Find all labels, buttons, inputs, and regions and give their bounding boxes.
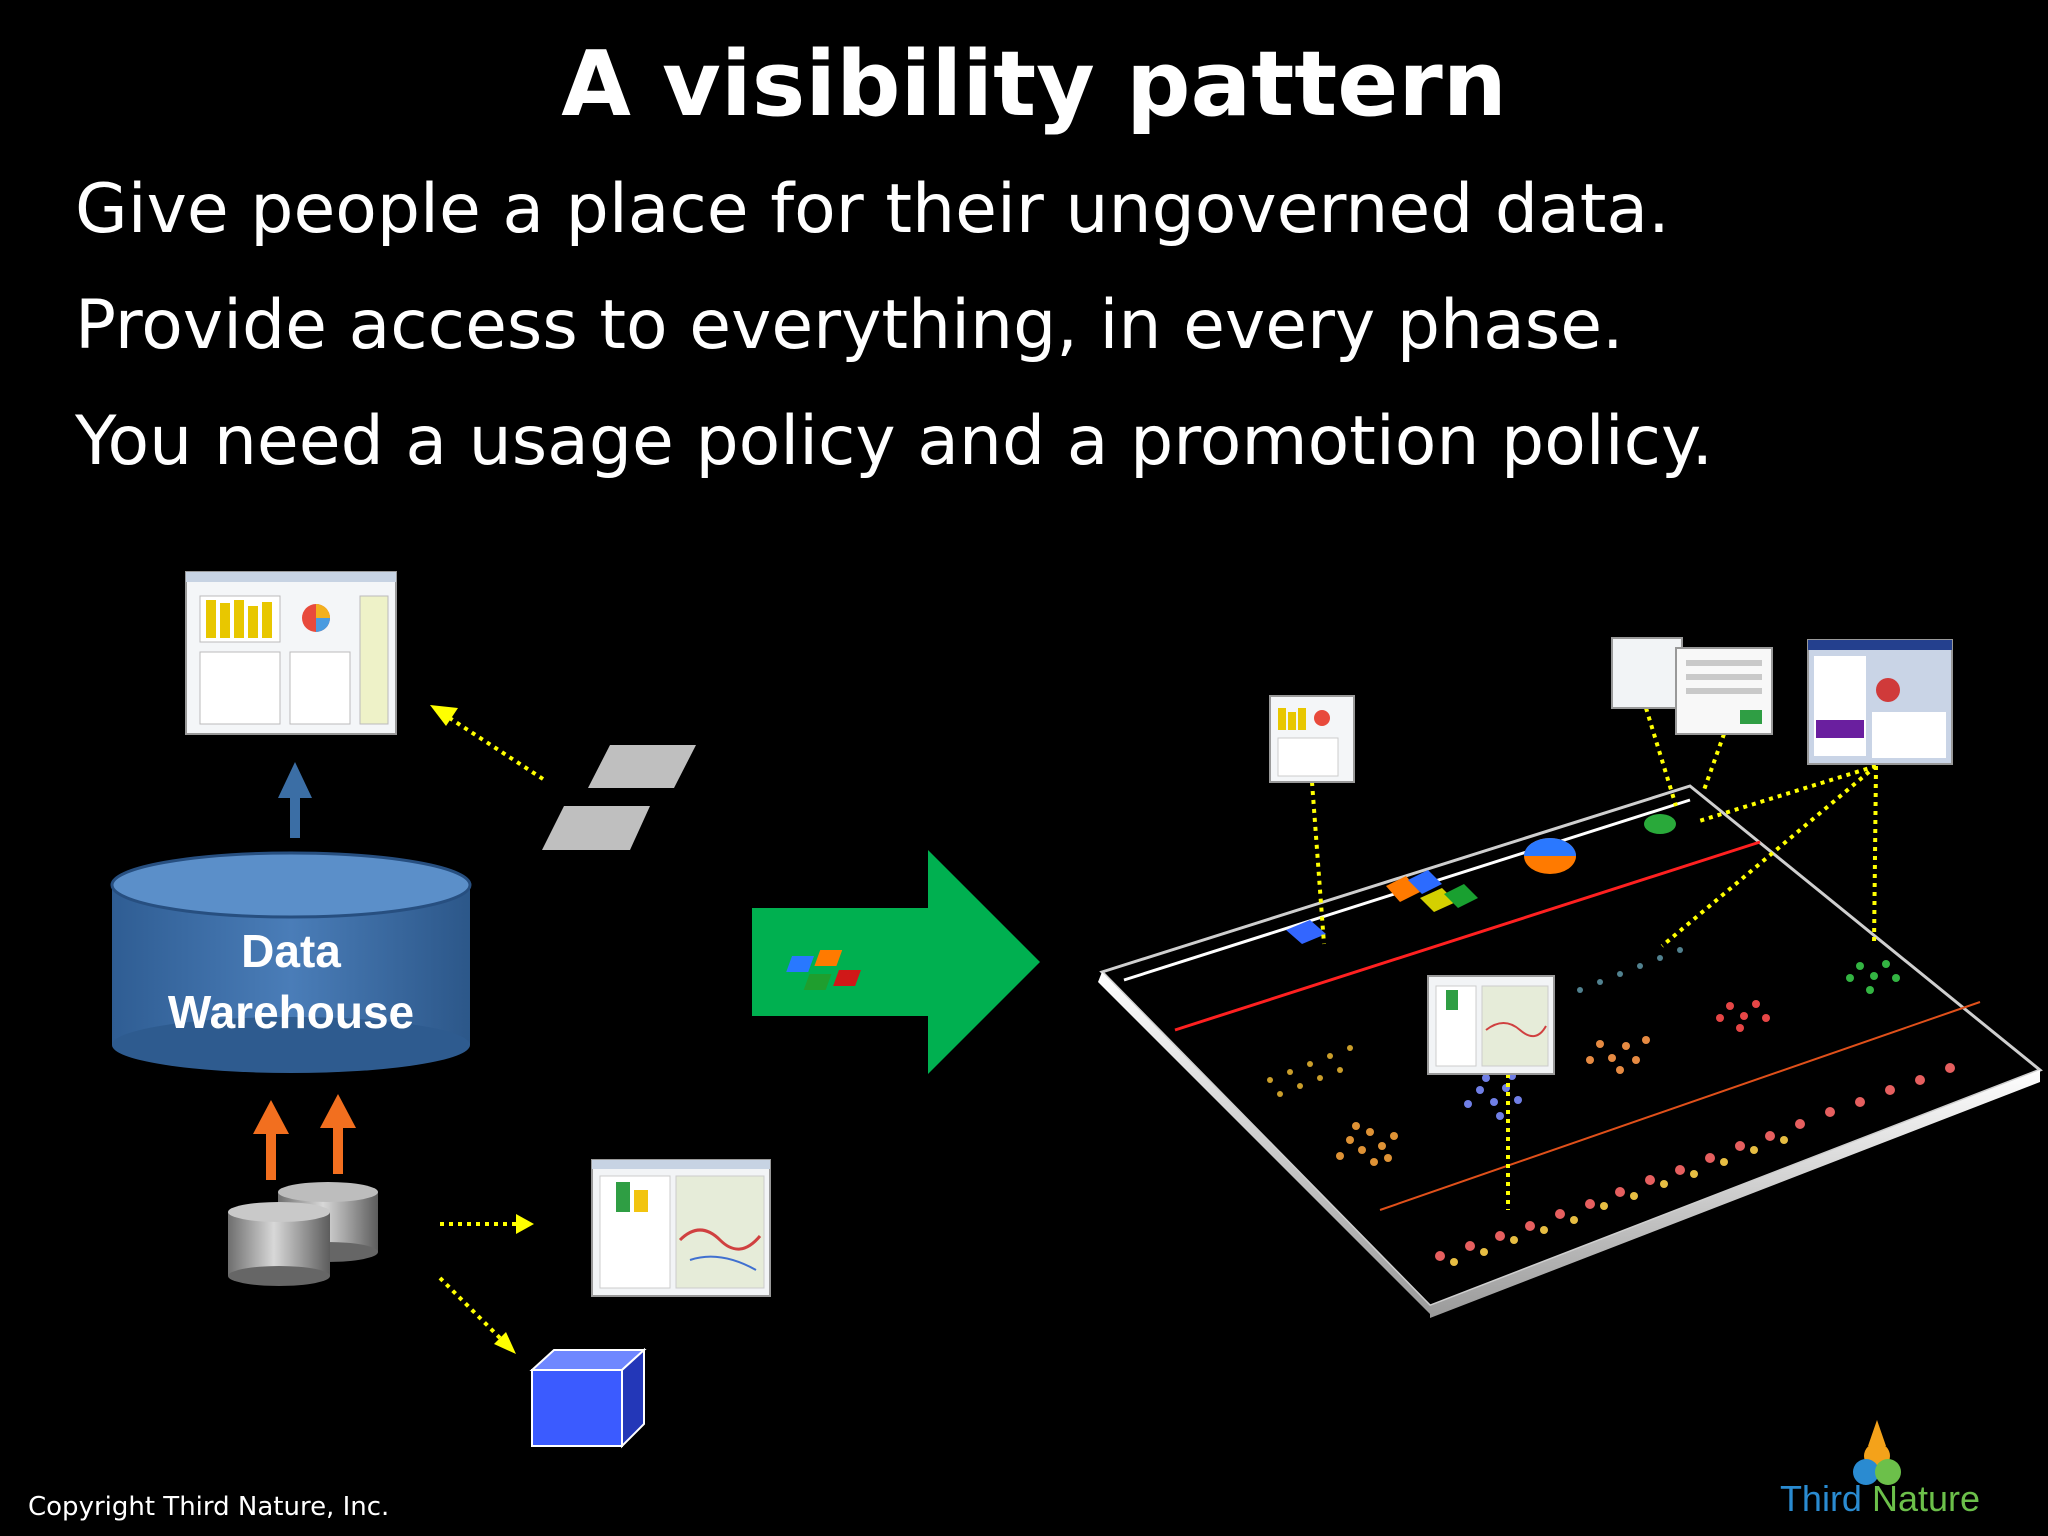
board-screenshot-maps: [1611, 637, 1773, 735]
map-screenshot: [591, 1159, 771, 1297]
board-screenshot-report: [1807, 639, 1953, 765]
dotted-arrow-heads: [430, 705, 534, 1354]
green-transition-arrow: [752, 850, 1040, 1074]
bullet-2: Provide access to everything, in every p…: [75, 286, 1624, 365]
up-arrow-icon: [278, 762, 312, 838]
warehouse-label-line1: Data: [241, 925, 341, 977]
bullet-1: Give people a place for their ungoverned…: [75, 170, 1670, 249]
copyright-notice: Copyright Third Nature, Inc.: [28, 1492, 390, 1522]
logo-wordmark: Third Nature: [1770, 1478, 1990, 1520]
board-connectors: [1310, 707, 1878, 1210]
dotted-arrows: [438, 715, 545, 1340]
board-clusters: [1267, 947, 1955, 1266]
board-screenshot-map-center: [1427, 975, 1555, 1075]
source-disks-icon: [228, 1182, 378, 1286]
data-warehouse-cylinder: [110, 851, 472, 1073]
board-screenshot-dashboard: [1269, 695, 1355, 783]
third-nature-logo: Third Nature: [1770, 1418, 1990, 1528]
bullet-3: You need a usage policy and a promotion …: [75, 402, 1714, 481]
gray-parallelograms-icon: [542, 745, 696, 850]
board-shapes: [786, 814, 1676, 990]
third-nature-logo-icon: [1853, 1420, 1901, 1485]
logo-word-third: Third: [1779, 1478, 1862, 1519]
orange-up-arrows-icon: [253, 1094, 356, 1180]
warehouse-label-line2: Warehouse: [168, 986, 414, 1038]
visibility-board: [1098, 784, 2043, 1318]
dashboard-screenshot: [185, 571, 397, 735]
slide-title: A visibility pattern: [561, 32, 1507, 137]
bullet-list: Give people a place for their ungoverned…: [75, 170, 1713, 518]
blue-cube-icon: [529, 1347, 647, 1449]
logo-word-nature: Nature: [1871, 1478, 1981, 1519]
